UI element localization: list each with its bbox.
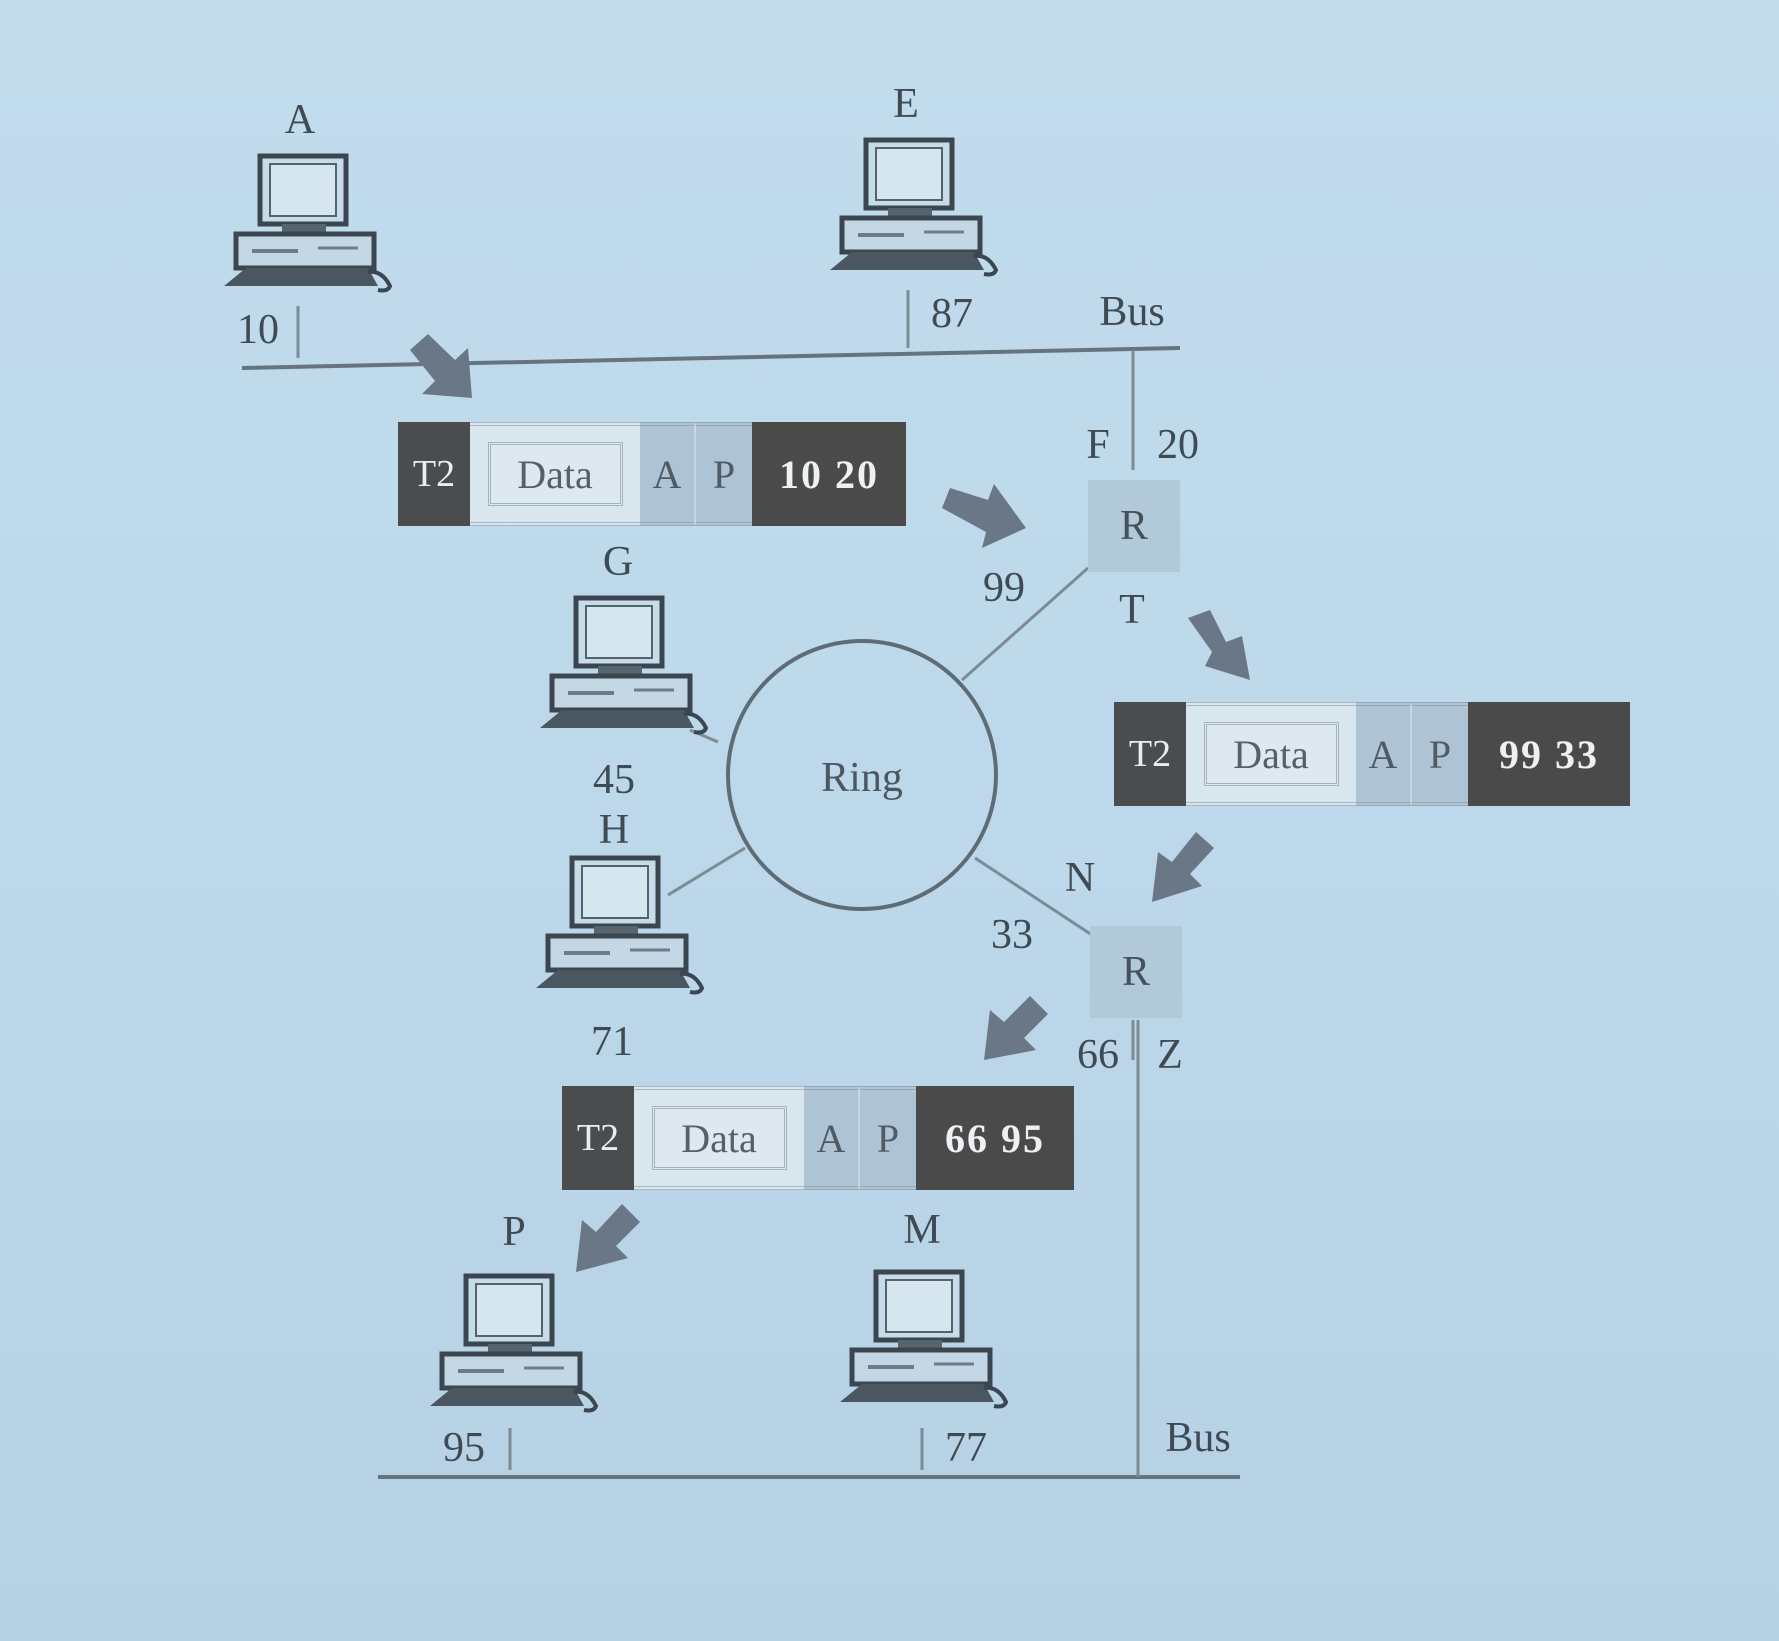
frame-3-a: A: [804, 1086, 860, 1190]
station-h-name: H: [598, 807, 630, 853]
computer-e-icon: [830, 137, 999, 277]
frame-3: T2 Data A P 66 95: [562, 1086, 1074, 1190]
router-1-port-f: F: [1086, 422, 1110, 468]
computer-g-icon: [540, 595, 709, 735]
frame-3-p: P: [860, 1086, 916, 1190]
station-p-addr: 95: [443, 1425, 485, 1471]
station-g-addr: 45: [593, 757, 635, 803]
arrow-4: [1152, 832, 1214, 902]
top-bus-line: [241, 346, 1181, 370]
arrow-1: [410, 334, 472, 398]
router-2-port-n-addr: 33: [991, 912, 1033, 958]
ring-link-r1: [961, 566, 1089, 682]
frame-2-p: P: [1412, 702, 1468, 806]
router-2-port-n: N: [1064, 855, 1096, 901]
router-2: R: [1090, 926, 1182, 1018]
station-h-addr: 71: [591, 1019, 633, 1065]
arrow-5: [984, 996, 1048, 1060]
arrow-6: [576, 1204, 640, 1272]
station-a-addr: 10: [237, 307, 279, 353]
ring-label: Ring: [821, 755, 903, 801]
ring-link-h: [667, 846, 746, 897]
arrow-2: [942, 484, 1026, 548]
router-1-label: R: [1119, 503, 1148, 549]
computer-p-icon: [430, 1273, 599, 1413]
bottom-bus-label: Bus: [1165, 1415, 1231, 1461]
frame-2-addr: 99 33: [1468, 702, 1630, 806]
station-p-name: P: [502, 1209, 526, 1255]
frame-1: T2 Data A P 10 20: [398, 422, 906, 526]
ring-link-r2: [974, 856, 1093, 937]
frame-3-data: Data: [651, 1106, 787, 1170]
frame-2-trailer: T2: [1114, 702, 1186, 806]
computer-m-icon: [840, 1269, 1009, 1409]
station-m-name: M: [903, 1207, 941, 1253]
router-1-port-t-addr: 99: [983, 565, 1025, 611]
station-g-name: G: [602, 539, 634, 585]
frame-3-addr: 66 95: [916, 1086, 1074, 1190]
computer-a-icon: [224, 153, 393, 293]
top-bus-label: Bus: [1099, 289, 1165, 335]
station-e-name: E: [893, 81, 919, 127]
frame-1-data: Data: [487, 442, 623, 506]
frame-1-p: P: [696, 422, 752, 526]
frame-1-trailer: T2: [398, 422, 470, 526]
frame-2: T2 Data A P 99 33: [1114, 702, 1630, 806]
arrows: [410, 334, 1250, 1272]
frame-3-trailer: T2: [562, 1086, 634, 1190]
station-a-name: A: [284, 97, 316, 143]
arrow-3: [1188, 610, 1250, 680]
frame-2-data: Data: [1203, 722, 1339, 786]
frame-1-addr: 10 20: [752, 422, 906, 526]
router-2-port-z: Z: [1157, 1032, 1183, 1078]
frame-2-a: A: [1356, 702, 1412, 806]
router-1-port-f-addr: 20: [1157, 422, 1199, 468]
station-m-addr: 77: [945, 1425, 987, 1471]
router-2-label: R: [1121, 949, 1150, 995]
router-2-port-z-addr: 66: [1077, 1032, 1119, 1078]
station-e-addr: 87: [931, 291, 973, 337]
computer-h-icon: [536, 855, 705, 995]
router-1: R: [1088, 480, 1180, 572]
router-1-port-t: T: [1119, 587, 1145, 633]
ring-circle: [726, 639, 998, 911]
frame-1-a: A: [640, 422, 696, 526]
